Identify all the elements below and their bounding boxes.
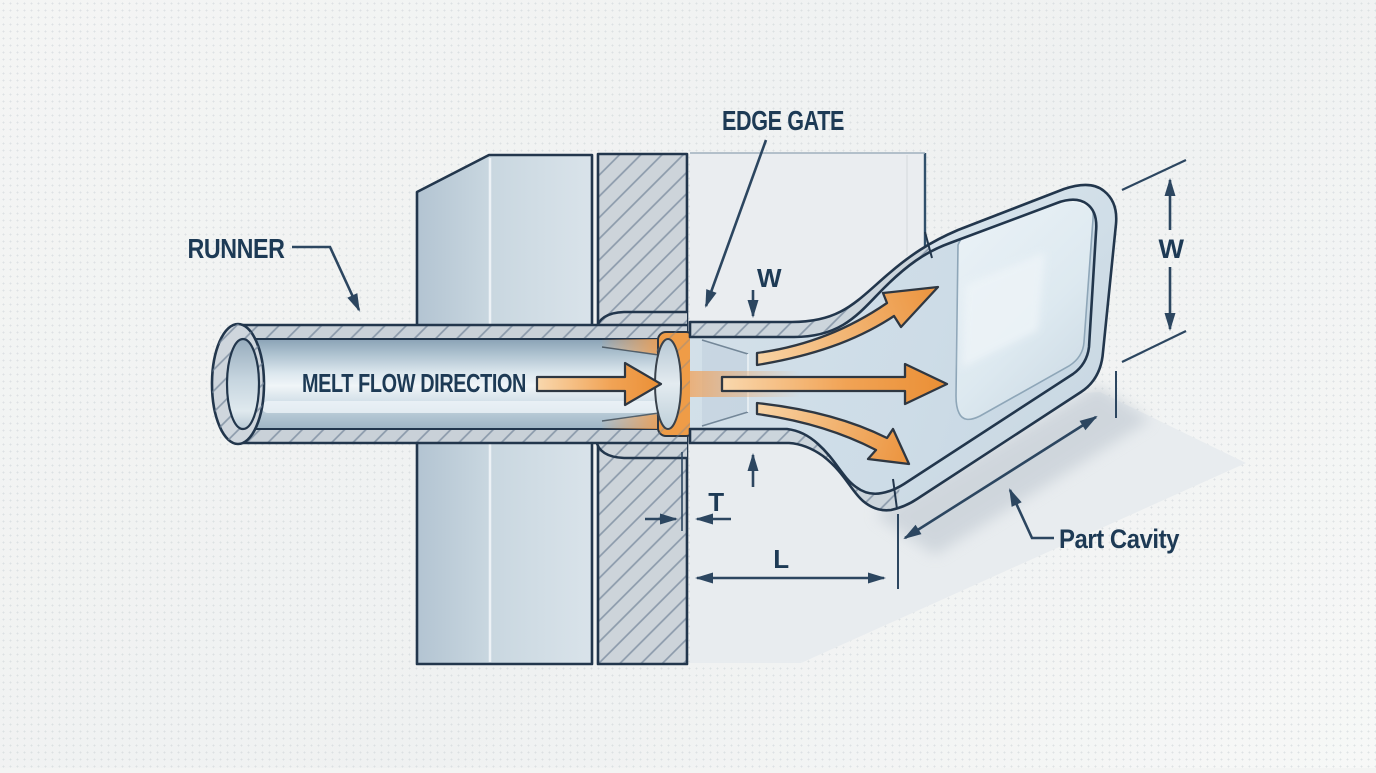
section-cut-top bbox=[924, 231, 933, 259]
runner-cap bbox=[210, 322, 266, 446]
gate-width-symbol: W bbox=[757, 263, 782, 293]
gate-thickness-symbol: T bbox=[708, 487, 724, 517]
runner: MELT FLOW DIRECTION bbox=[210, 310, 695, 460]
melt-arrow-middle bbox=[720, 362, 949, 406]
runner-wall-bottom bbox=[236, 428, 687, 445]
cavity-floor-highlight bbox=[962, 252, 1045, 368]
part-width-symbol: W bbox=[1159, 234, 1185, 264]
runner-cap-bore bbox=[225, 337, 261, 431]
dim-gate-thickness bbox=[645, 452, 731, 531]
dim-part-width bbox=[1121, 159, 1187, 363]
runner-wall-top bbox=[236, 323, 687, 340]
edge-gate-label: EDGE GATE bbox=[722, 105, 844, 136]
runner-label: RUNNER bbox=[188, 233, 285, 264]
melt-arrow-lower bbox=[755, 401, 911, 466]
melt-flow-label: MELT FLOW DIRECTION bbox=[302, 368, 526, 398]
melt-flow-arrows bbox=[720, 285, 949, 466]
melt-at-gate bbox=[601, 331, 695, 437]
callout-edge-gate bbox=[704, 139, 768, 308]
dim-cavity-diagonal bbox=[903, 371, 1117, 540]
melt-arrow-upper bbox=[755, 285, 940, 367]
callout-runner bbox=[292, 245, 361, 312]
part-cavity-label: Part Cavity bbox=[1059, 524, 1179, 554]
melt-arrow-runner bbox=[535, 361, 663, 407]
callout-part-cavity bbox=[1008, 488, 1054, 540]
annotations bbox=[292, 139, 1187, 589]
runner-sheen bbox=[262, 401, 662, 413]
land-length-symbol: L bbox=[773, 544, 789, 574]
labels: EDGE GATE RUNNER W T L W Part Cavity bbox=[188, 105, 1186, 574]
dim-land-length bbox=[695, 514, 899, 589]
section-cut-bottom bbox=[892, 478, 898, 510]
